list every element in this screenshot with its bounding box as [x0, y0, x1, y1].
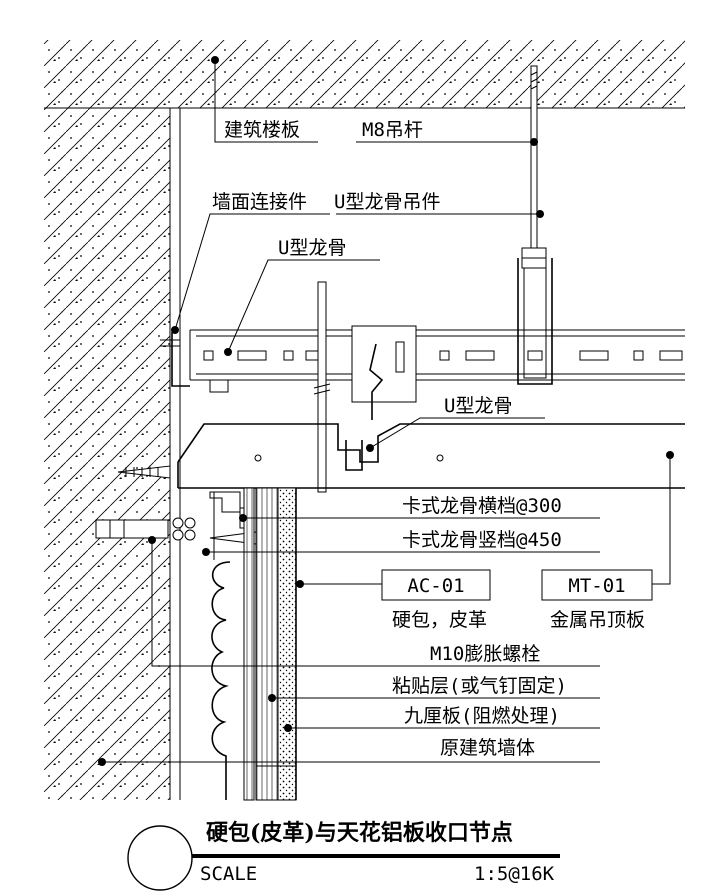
- label-mt-desc: 金属吊顶板: [550, 609, 645, 631]
- leader-lines: [98, 56, 674, 766]
- label-ac-desc: 硬包，皮革: [392, 609, 487, 631]
- vertical-post: [313, 281, 331, 493]
- label-wall-connector: 墙面连接件: [212, 191, 307, 213]
- metal-ceiling-panel: [177, 423, 685, 489]
- label-u-hanger: U型龙骨吊件: [334, 191, 440, 213]
- label-card-vertical: 卡式龙骨竖档@450: [402, 529, 562, 551]
- label-bolt: M10膨胀螺栓: [430, 643, 540, 665]
- wall-connector: [160, 332, 190, 387]
- expansion-bolt: [95, 517, 196, 541]
- wall-screw: [117, 465, 171, 479]
- u-keel-channel: [189, 329, 685, 393]
- tag-mt: MT-01: [568, 575, 625, 597]
- soft-package-profile: [211, 561, 231, 800]
- title-block: 硬包(皮革)与天花铝板收口节点 SCALE 1:5@16K: [127, 820, 560, 891]
- label-card-horizontal: 卡式龙骨横档@300: [402, 495, 562, 517]
- tag-ac: AC-01: [407, 575, 464, 597]
- scale-label: SCALE: [200, 863, 257, 885]
- u-keel-lower: [345, 440, 363, 471]
- label-wall: 原建筑墙体: [440, 737, 535, 759]
- label-u-keel-mid: U型龙骨: [444, 395, 512, 417]
- u-hanger-clip: [517, 258, 553, 385]
- nine-mm-board: [255, 487, 279, 801]
- m8-hanger-rod: [521, 65, 547, 269]
- label-u-keel-top: U型龙骨: [278, 237, 346, 259]
- adhesive-layer: [277, 487, 297, 801]
- drawing-title: 硬包(皮革)与天花铝板收口节点: [206, 820, 513, 846]
- label-adhesive: 粘贴层(或气钉固定): [392, 675, 567, 697]
- label-slab: 建筑楼板: [224, 119, 300, 141]
- label-board: 九厘板(阻燃处理): [404, 705, 560, 727]
- tag-mt-box: [541, 569, 653, 601]
- tag-ac-box: [381, 569, 491, 601]
- label-rod: M8吊杆: [362, 119, 423, 141]
- keel-clip: [351, 325, 417, 420]
- scale-value: 1:5@16K: [474, 863, 555, 885]
- vertical-keel-layer: [243, 487, 255, 801]
- concrete-slab: [44, 40, 685, 800]
